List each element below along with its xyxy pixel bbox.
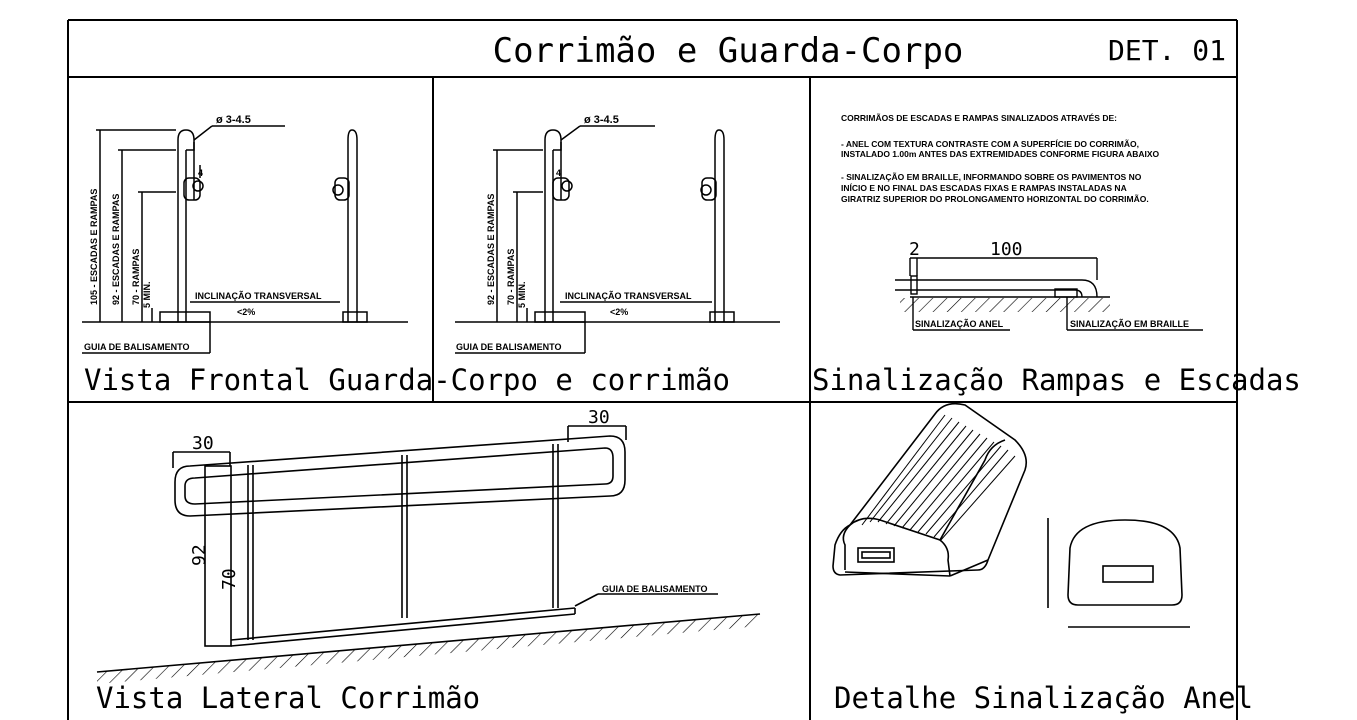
lateral-dim-30-left: 30 <box>192 433 214 454</box>
lateral-ground-hatch <box>97 614 760 684</box>
front-view-drawing-left <box>82 125 408 354</box>
signal-note-1a: - ANEL COM TEXTURA CONTRASTE COM A SUPER… <box>841 139 1139 149</box>
dim-92-label: 92 - ESCADAS E RAMPAS <box>111 194 121 305</box>
signal-note-1b: INSTALADO 1.00m ANTES DAS EXTREMIDADES C… <box>841 149 1160 159</box>
signal-note-2b: INÍCIO E NO FINAL DAS ESCADAS FIXAS E RA… <box>841 183 1127 193</box>
diameter-label-middle: ø 3-4.5 <box>584 114 619 126</box>
signal-ring-label: SINALIZAÇÃO ANEL <box>915 319 1004 329</box>
lateral-dim-30-right: 30 <box>588 407 610 428</box>
dim-92-rampas-label: 92 - ESCADAS E RAMPAS <box>486 194 496 305</box>
sheet-title: Corrimão e Guarda-Corpo <box>493 31 964 71</box>
lateral-guide-label: GUIA DE BALISAMENTO <box>602 584 708 594</box>
dim-105-label: 105 - ESCADAS E RAMPAS <box>89 189 99 305</box>
sheet-frame <box>67 19 1238 720</box>
inclination-label-middle: INCLINAÇÃO TRANSVERSAL <box>565 291 692 301</box>
lateral-dim-70: 70 <box>219 568 240 590</box>
detail-code: DET. 01 <box>1108 34 1226 67</box>
front-view-caption: Vista Frontal Guarda-Corpo e corrimão <box>84 363 730 397</box>
signal-note-title: CORRIMÃOS DE ESCADAS E RAMPAS SINALIZADO… <box>841 113 1117 123</box>
ring-caption: Detalhe Sinalização Anel <box>834 681 1253 715</box>
inclination-value-middle: <2% <box>610 307 628 317</box>
dim-4-label: 4 <box>198 168 203 178</box>
ring-3d-ribs <box>861 414 1016 542</box>
dim-5-label-middle: 5 MIN. <box>517 281 527 308</box>
signal-braille-label: SINALIZAÇÃO EM BRAILLE <box>1070 319 1189 329</box>
front-view-drawing-middle <box>455 125 780 354</box>
dim-5-label: 5 MIN. <box>142 281 152 308</box>
dim-70-label: 70 - RAMPAS <box>131 249 141 305</box>
ring-section-drawing <box>1047 518 1190 628</box>
lateral-caption: Vista Lateral Corrimão <box>96 681 480 715</box>
guide-label-middle: GUIA DE BALISAMENTO <box>456 342 562 352</box>
signal-note-2a: - SINALIZAÇÃO EM BRAILLE, INFORMANDO SOB… <box>841 172 1142 182</box>
ring-3d-drawing <box>832 402 1028 577</box>
signal-note-2c: GIRATRIZ SUPERIOR DO PROLONGAMENTO HORIZ… <box>841 194 1149 204</box>
dim-4-label-middle: 4 <box>556 168 561 178</box>
signal-dim-2: 2 <box>909 239 920 260</box>
inclination-label-left: INCLINAÇÃO TRANSVERSAL <box>195 291 322 301</box>
inclination-value-left: <2% <box>237 307 255 317</box>
guide-label-left: GUIA DE BALISAMENTO <box>84 342 190 352</box>
signal-dim-100: 100 <box>990 239 1023 260</box>
signal-ground-hatch <box>900 298 1110 312</box>
signal-caption: Sinalização Rampas e Escadas <box>812 363 1301 397</box>
dim-70-label-middle: 70 - RAMPAS <box>506 249 516 305</box>
lateral-dim-92: 92 <box>189 544 210 566</box>
diameter-label-left: ø 3-4.5 <box>216 114 251 126</box>
